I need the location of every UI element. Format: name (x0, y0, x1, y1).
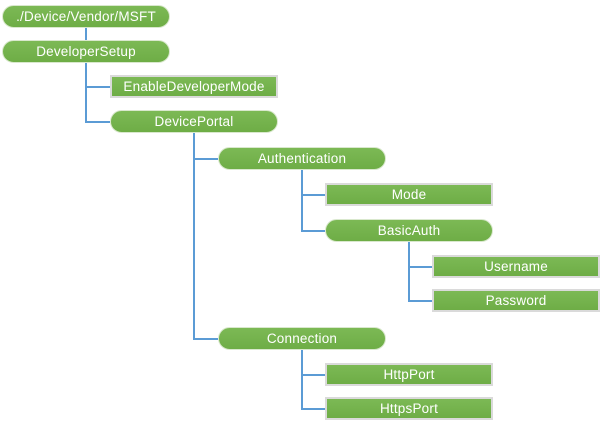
connector-line (301, 373, 325, 376)
node-username: Username (432, 255, 600, 278)
node-label: DeveloperSetup (36, 43, 136, 59)
connector-line (85, 63, 87, 123)
node-label: Password (485, 292, 547, 308)
connector-line (301, 350, 303, 410)
node-label: DevicePortal (154, 113, 234, 129)
connector-line (408, 265, 432, 268)
connector-line (301, 193, 325, 196)
node-label: Connection (266, 330, 338, 346)
node-basicauth: BasicAuth (325, 219, 493, 242)
connector-line (193, 157, 218, 160)
node-developersetup: DeveloperSetup (2, 40, 170, 63)
connector-line (85, 120, 110, 123)
node-label: BasicAuth (377, 222, 441, 238)
node-label: HttpPort (383, 366, 435, 382)
node-label: ./Device/Vendor/MSFT (16, 8, 156, 24)
connector-line (193, 337, 218, 340)
node-httpport: HttpPort (325, 363, 493, 386)
node-label: EnableDeveloperMode (123, 78, 265, 94)
connector-line (193, 133, 195, 340)
connector-line (85, 28, 87, 40)
node-mode: Mode (325, 183, 493, 206)
connector-line (408, 299, 432, 302)
connector-line (301, 407, 325, 410)
node-root: ./Device/Vendor/MSFT (2, 5, 170, 28)
node-httpsport: HttpsPort (325, 397, 493, 420)
connector-line (301, 229, 325, 232)
node-connection: Connection (218, 327, 386, 350)
connector-line (85, 85, 110, 88)
node-password: Password (432, 289, 600, 312)
node-enabledevelopermode: EnableDeveloperMode (110, 75, 278, 98)
node-label: HttpsPort (379, 400, 439, 416)
node-authentication: Authentication (218, 147, 386, 170)
connector-line (408, 242, 410, 302)
node-label: Username (484, 258, 548, 274)
node-label: Mode (391, 186, 427, 202)
node-label: Authentication (257, 150, 347, 166)
connector-line (301, 170, 303, 232)
node-deviceportal: DevicePortal (110, 110, 278, 133)
